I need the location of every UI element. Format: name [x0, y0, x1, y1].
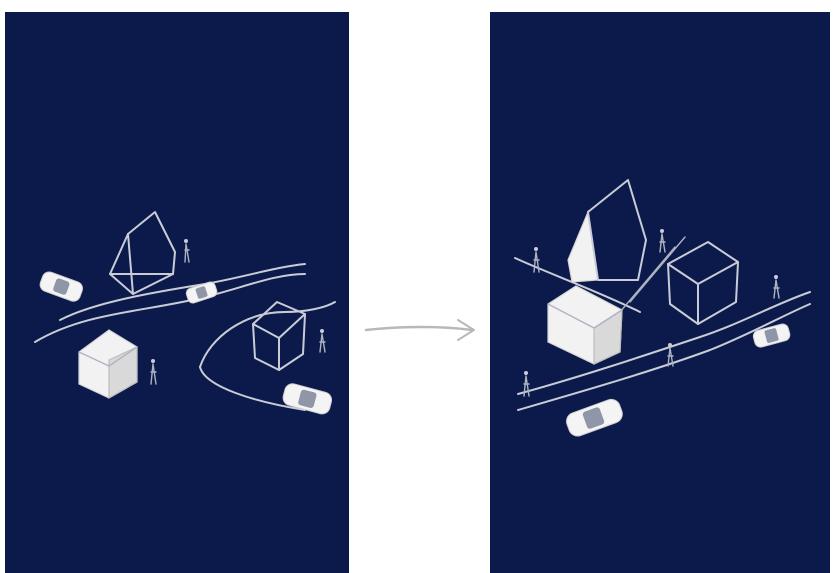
pedestrian-right-2	[660, 229, 665, 252]
car-right-2	[564, 397, 625, 439]
house-shaded-right	[568, 180, 646, 282]
house-outline-left	[110, 212, 175, 294]
box-building-left	[79, 330, 137, 398]
arrow-right-icon	[362, 312, 482, 348]
cube-outline-right	[668, 242, 738, 324]
pedestrian-left-3	[320, 329, 325, 352]
car-left-1	[38, 270, 84, 303]
car-right-1	[752, 323, 791, 349]
pedestrian-right-3	[774, 275, 779, 298]
car-left-2	[185, 281, 218, 305]
left-sketch-drawing	[5, 12, 349, 573]
car-left-3	[281, 382, 333, 416]
right-sketch-panel	[490, 12, 830, 573]
pedestrian-left-1	[184, 239, 189, 262]
pedestrian-left-2	[151, 359, 156, 384]
left-sketch-panel	[5, 12, 349, 573]
right-sketch-drawing	[490, 12, 830, 573]
